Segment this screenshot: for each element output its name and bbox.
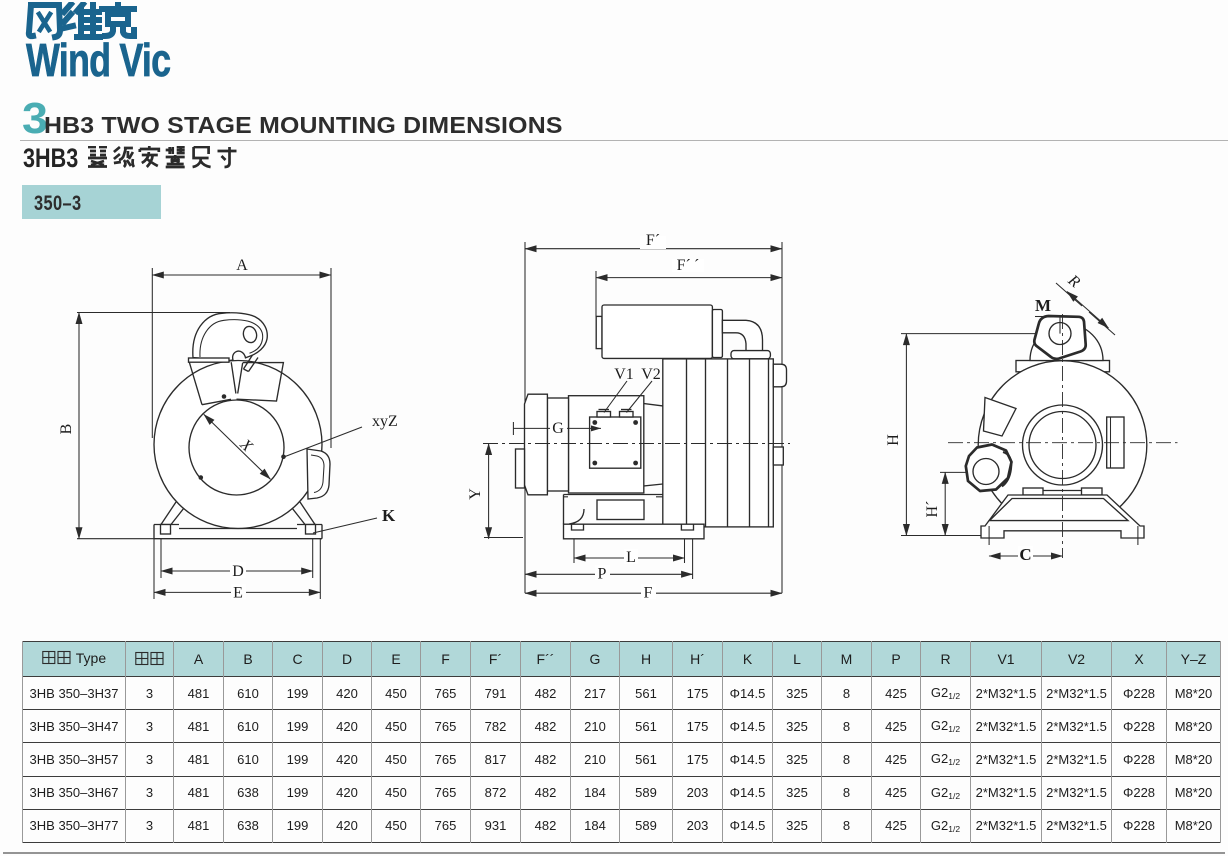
svg-text:F: F <box>644 585 653 602</box>
svg-text:C: C <box>1019 545 1031 564</box>
svg-text:E: E <box>233 585 243 602</box>
svg-text:V2: V2 <box>641 366 661 383</box>
svg-text:G: G <box>552 420 564 437</box>
svg-text:K: K <box>382 506 396 525</box>
svg-text:Y: Y <box>467 488 484 500</box>
svg-text:F´ ´: F´ ´ <box>677 257 700 274</box>
svg-text:B: B <box>58 424 75 435</box>
svg-text:M: M <box>1035 296 1051 315</box>
svg-text:H: H <box>885 434 902 446</box>
svg-text:R: R <box>1064 271 1083 291</box>
svg-text:D: D <box>232 563 244 580</box>
svg-text:V1: V1 <box>614 366 634 383</box>
svg-text:A: A <box>236 257 248 274</box>
svg-text:L: L <box>626 549 636 566</box>
svg-text:F´: F´ <box>646 232 660 249</box>
svg-text:H´: H´ <box>924 501 941 518</box>
svg-text:P: P <box>598 566 607 583</box>
svg-text:xyZ: xyZ <box>372 413 398 430</box>
